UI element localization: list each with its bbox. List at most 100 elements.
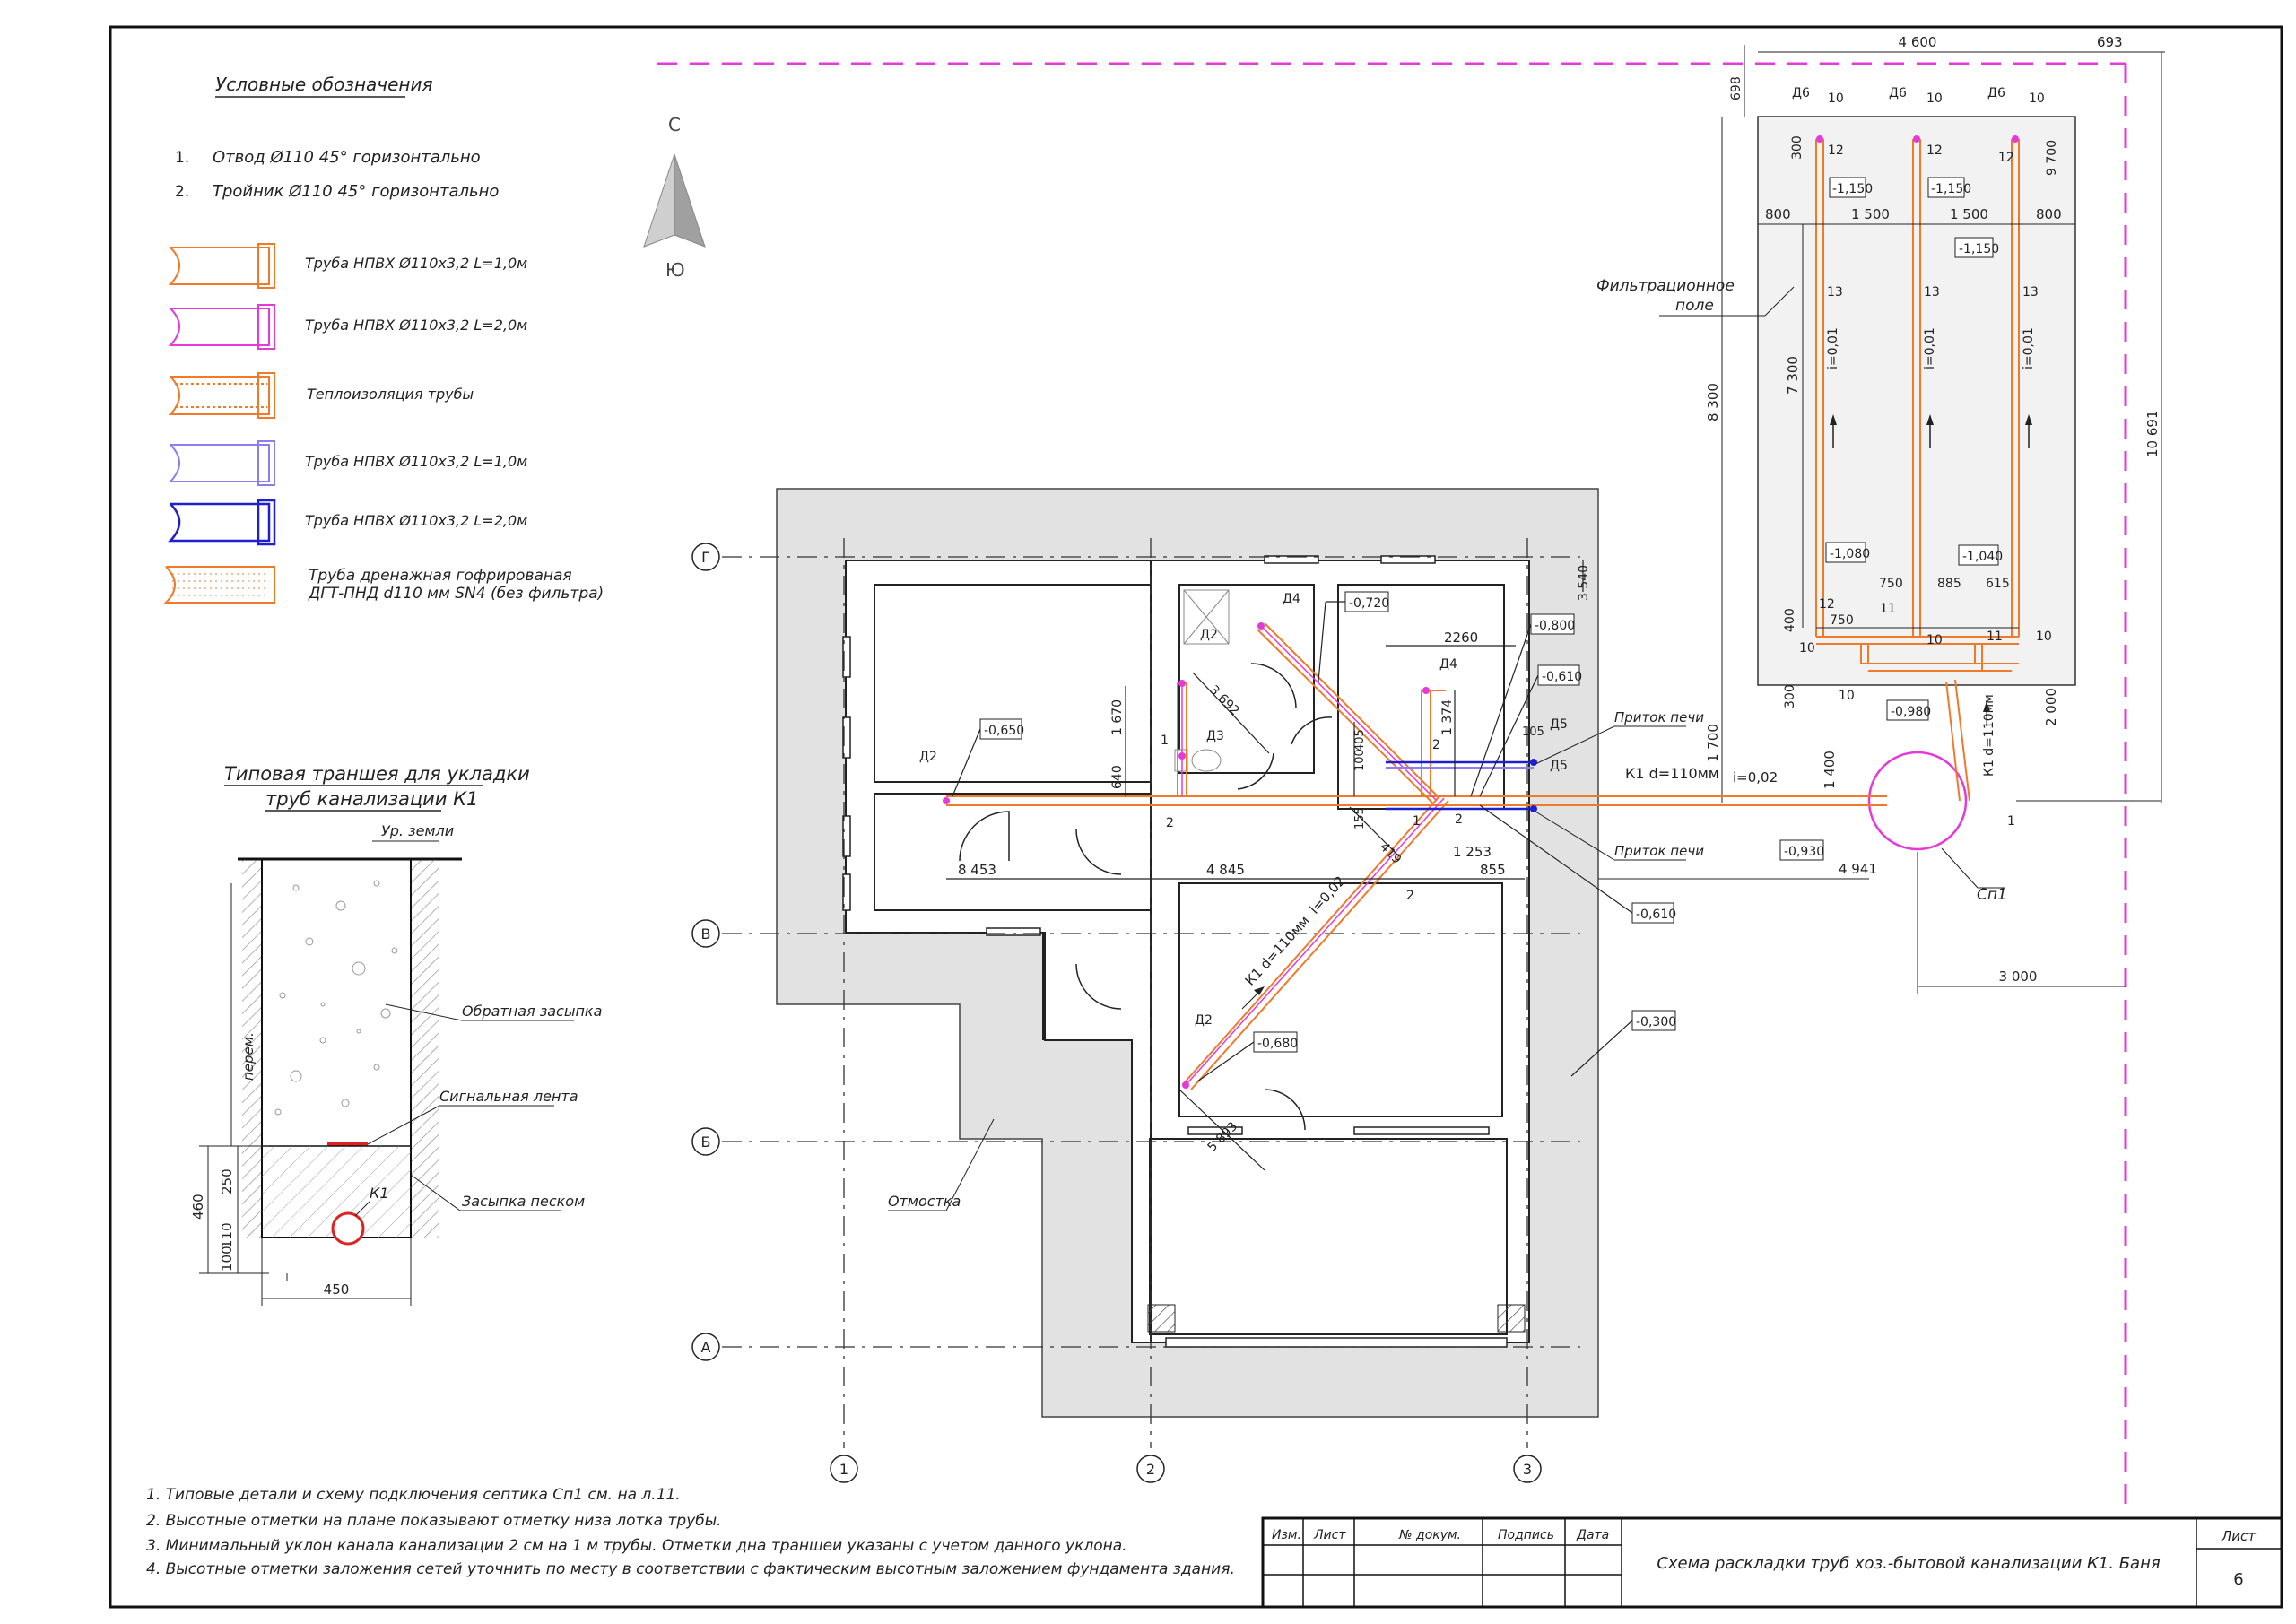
dim-750-b: 750 bbox=[1879, 577, 1903, 591]
legend-fitting-2: Тройник Ø110 45° горизонтально bbox=[213, 182, 499, 201]
dim-4600: 4 600 bbox=[1899, 34, 1937, 50]
elev-septic: -0,980 bbox=[1886, 699, 1931, 721]
elev-field-5: -1,040 bbox=[1958, 544, 2003, 566]
drain-d4-b: Д4 bbox=[1439, 657, 1457, 672]
dim-855: 855 bbox=[1480, 862, 1506, 878]
svg-text:13: 13 bbox=[2022, 285, 2039, 300]
legend-item-6-line2: ДГТ-ПНД d110 мм SN4 (без фильтра) bbox=[308, 585, 604, 603]
svg-text:-0,720: -0,720 bbox=[1349, 596, 1389, 611]
elev-plan-5: -0,930 bbox=[1779, 839, 1824, 861]
elev-plan-4: -0,610 bbox=[1537, 664, 1582, 686]
dim-885: 885 bbox=[1937, 577, 1961, 591]
dim-3540: 3 540 bbox=[1577, 565, 1591, 601]
dim-400: 400 bbox=[1783, 608, 1797, 632]
elev-plan-6: -0,610 bbox=[1631, 902, 1676, 924]
drain-d3: Д3 bbox=[1206, 729, 1224, 743]
legend-item-6-line1: Труба дренажная гофрированая bbox=[309, 567, 572, 585]
dim-2260: 2260 bbox=[1444, 630, 1478, 646]
dim-693: 693 bbox=[2097, 34, 2123, 50]
dim-1670: 1 670 bbox=[1110, 699, 1125, 735]
svg-text:11: 11 bbox=[1987, 630, 2003, 644]
sheet-number: 6 bbox=[2233, 1570, 2243, 1589]
dim-450: 450 bbox=[324, 1281, 350, 1298]
dim-155: 155 bbox=[1353, 807, 1367, 829]
dim-1700: 1 700 bbox=[1705, 724, 1721, 762]
axis-row-a: А bbox=[701, 1339, 711, 1356]
pipe-orange-1m-icon bbox=[168, 243, 275, 289]
pipe-magenta-2m-icon bbox=[168, 304, 275, 350]
dim-1253: 1 253 bbox=[1453, 844, 1492, 860]
filtration-label-2: поле bbox=[1675, 297, 1714, 315]
pipe-lavender-1m-icon bbox=[168, 440, 275, 486]
drain-d6-1: Д6 bbox=[1792, 86, 1810, 100]
legend-title: Условные обозначения bbox=[215, 74, 433, 95]
dim-800-right: 800 bbox=[2036, 206, 2062, 222]
elev-field-3: -1,150 bbox=[1954, 237, 1999, 258]
elev-plan-1: -0,650 bbox=[979, 718, 1024, 740]
svg-text:-1,080: -1,080 bbox=[1830, 547, 1870, 561]
svg-text:-0,300: -0,300 bbox=[1636, 1015, 1676, 1029]
svg-text:-1,150: -1,150 bbox=[1832, 182, 1873, 196]
trench-pipe-label: К1 bbox=[370, 1185, 389, 1202]
svg-text:12: 12 bbox=[1998, 151, 2014, 165]
tb-header-izm: Изм. bbox=[1272, 1528, 1301, 1542]
slope-field-2: i=0,01 bbox=[1923, 327, 1937, 369]
dim-1500-b: 1 500 bbox=[1950, 206, 1988, 222]
axis-row-g: Г bbox=[701, 549, 710, 566]
axis-row-b: Б bbox=[701, 1133, 711, 1151]
svg-text:2: 2 bbox=[1406, 889, 1414, 903]
sand-fill-label: Засыпка песком bbox=[462, 1193, 585, 1210]
drain-d4-a: Д4 bbox=[1283, 592, 1300, 606]
pipe-blue-2m-icon bbox=[168, 499, 276, 546]
dim-300-top: 300 bbox=[1790, 135, 1805, 160]
svg-text:-0,680: -0,680 bbox=[1257, 1037, 1298, 1051]
dim-8453: 8 453 bbox=[958, 862, 996, 878]
dim-800-left: 800 bbox=[1765, 206, 1791, 222]
drawing-title: Схема раскладки труб хоз.-бытовой канали… bbox=[1657, 1554, 2161, 1573]
svg-text:10: 10 bbox=[1839, 689, 1855, 703]
axis-col-3: 3 bbox=[1523, 1461, 1532, 1478]
backfill-label: Обратная засыпка bbox=[462, 1003, 602, 1020]
sewer-main-pipe bbox=[946, 795, 1887, 806]
compass-north: С bbox=[668, 114, 681, 135]
sewer-diag-pipe bbox=[1183, 795, 1449, 1090]
drainage-pipe-icon bbox=[163, 566, 275, 604]
dim-1500-a: 1 500 bbox=[1851, 206, 1890, 222]
trench-title-2: труб канализации К1 bbox=[265, 788, 478, 810]
svg-text:-0,800: -0,800 bbox=[1535, 619, 1575, 633]
dim-10691: 10 691 bbox=[2144, 411, 2161, 458]
legend-item-4: Труба НПВХ Ø110х3,2 L=1,0м bbox=[305, 453, 527, 470]
tb-header-doc: № докум. bbox=[1398, 1528, 1461, 1542]
drain-d2-left: Д2 bbox=[919, 750, 937, 764]
svg-text:10: 10 bbox=[1926, 91, 1943, 106]
dim-250: 250 bbox=[219, 1168, 235, 1194]
svg-text:13: 13 bbox=[1827, 285, 1843, 300]
svg-text:10: 10 bbox=[2036, 630, 2052, 644]
elev-plan-7: -0,300 bbox=[1631, 1010, 1676, 1031]
drain-d5-a: Д5 bbox=[1550, 717, 1568, 732]
svg-text:1: 1 bbox=[1413, 814, 1421, 829]
note-1: 1. Типовые детали и схему подключения се… bbox=[146, 1486, 681, 1504]
dim-1400: 1 400 bbox=[1822, 751, 1838, 789]
legend: Условные обозначения 1. Отвод Ø110 45° г… bbox=[163, 74, 604, 604]
dim-100: 100 bbox=[1353, 749, 1367, 771]
dim-4941: 4 941 bbox=[1839, 861, 1877, 877]
dim-100: 100 bbox=[219, 1246, 235, 1272]
dim-640: 640 bbox=[1110, 765, 1125, 789]
inflow-label-2: Приток печи bbox=[1614, 843, 1704, 859]
filtration-label-1: Фильтрационное bbox=[1596, 277, 1735, 295]
slope-field-1: i=0,01 bbox=[1826, 327, 1840, 369]
tb-header-sign: Подпись bbox=[1498, 1528, 1554, 1542]
north-arrow-icon: С Ю bbox=[643, 114, 706, 281]
tb-header-date: Дата bbox=[1576, 1528, 1609, 1542]
dim-460: 460 bbox=[190, 1194, 206, 1220]
drain-d6-3: Д6 bbox=[1987, 86, 2005, 100]
dim-698: 698 bbox=[1729, 76, 1744, 100]
axis-col-1: 1 bbox=[839, 1461, 848, 1478]
dim-7300: 7 300 bbox=[1785, 356, 1801, 395]
drain-d6-2: Д6 bbox=[1889, 86, 1907, 100]
elev-field-2: -1,150 bbox=[1927, 177, 1971, 198]
svg-text:10: 10 bbox=[1926, 633, 1943, 647]
svg-text:12: 12 bbox=[1819, 597, 1835, 612]
